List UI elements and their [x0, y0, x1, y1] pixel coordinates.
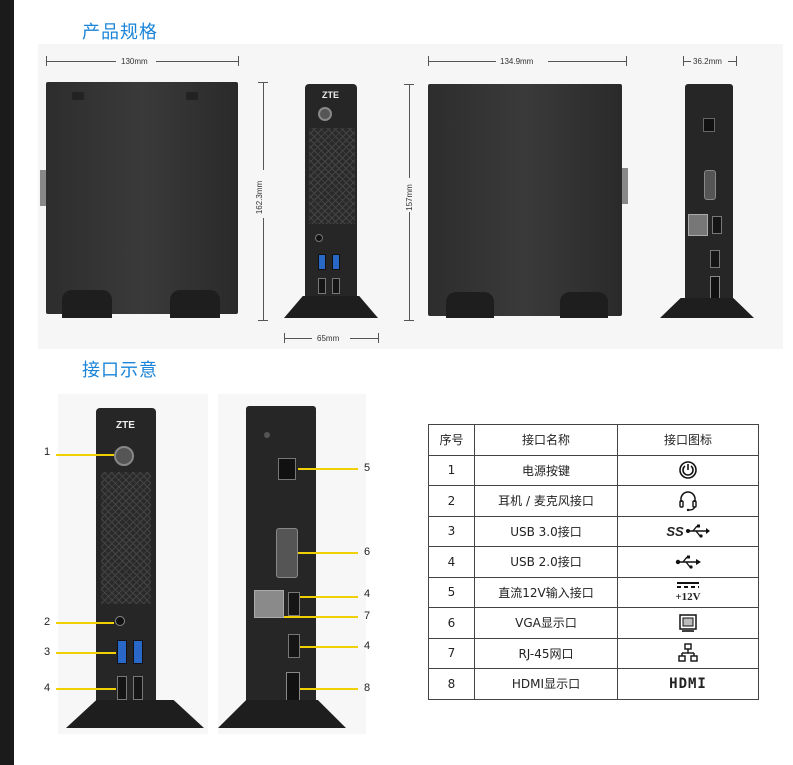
table-row: 4 USB 2.0接口	[428, 546, 759, 578]
interface-section-title: 接口示意	[82, 360, 158, 381]
zte-logo-small: ZTE	[322, 90, 339, 100]
rear-usb-port-2	[288, 634, 300, 658]
dc-12v-icon: +12V	[675, 581, 701, 603]
dim-depth: 134.9mm	[500, 57, 534, 66]
interface-table: 序号 接口名称 接口图标 1 电源按键 2 耳机 / 麦克风接口	[428, 424, 759, 700]
dim-thickness: 36.2mm	[693, 57, 722, 66]
power-button-large	[114, 446, 134, 466]
rear-usb-port-1	[288, 592, 300, 616]
zte-logo-large: ZTE	[116, 420, 135, 431]
audio-jack	[115, 616, 125, 626]
header-no: 序号	[428, 424, 475, 456]
dim-height-front: 162.3mm	[255, 180, 265, 215]
network-icon	[678, 643, 698, 662]
header-icon: 接口图标	[617, 424, 759, 456]
usb2-port-1	[117, 676, 127, 700]
dim-front-width: 65mm	[317, 334, 340, 343]
hdmi-port	[286, 672, 300, 704]
table-row: 2 耳机 / 麦克风接口	[428, 485, 759, 517]
power-icon	[318, 107, 332, 121]
header-name: 接口名称	[474, 424, 618, 456]
table-row: 7 RJ-45网口	[428, 637, 759, 669]
rj45-port	[254, 590, 284, 618]
table-row: 5 直流12V输入接口 +12V	[428, 576, 759, 608]
usb2-port-2	[133, 676, 143, 700]
spec-section-title: 产品规格	[82, 22, 158, 43]
table-row: 1 电源按键	[428, 454, 759, 486]
vga-icon	[679, 614, 697, 632]
dim-width-side: 130mm	[121, 57, 148, 66]
headset-icon	[679, 491, 697, 511]
table-row: 3 USB 3.0接口 SS	[428, 515, 759, 547]
hdmi-icon: HDMI	[669, 675, 707, 692]
dim-height-rear: 157mm	[404, 184, 414, 211]
left-edge-bar	[0, 0, 14, 765]
table-row: 6 VGA显示口	[428, 607, 759, 639]
usb3-port-2	[133, 640, 143, 664]
table-header-row: 序号 接口名称 接口图标	[428, 424, 759, 456]
usb3-ss-icon: SS	[666, 524, 710, 539]
usb3-port-1	[117, 640, 127, 664]
usb-icon	[675, 555, 701, 569]
vga-port	[276, 528, 298, 578]
dc-input-port	[278, 458, 296, 480]
power-icon	[679, 461, 697, 480]
table-row: 8 HDMI显示口 HDMI	[428, 668, 759, 700]
